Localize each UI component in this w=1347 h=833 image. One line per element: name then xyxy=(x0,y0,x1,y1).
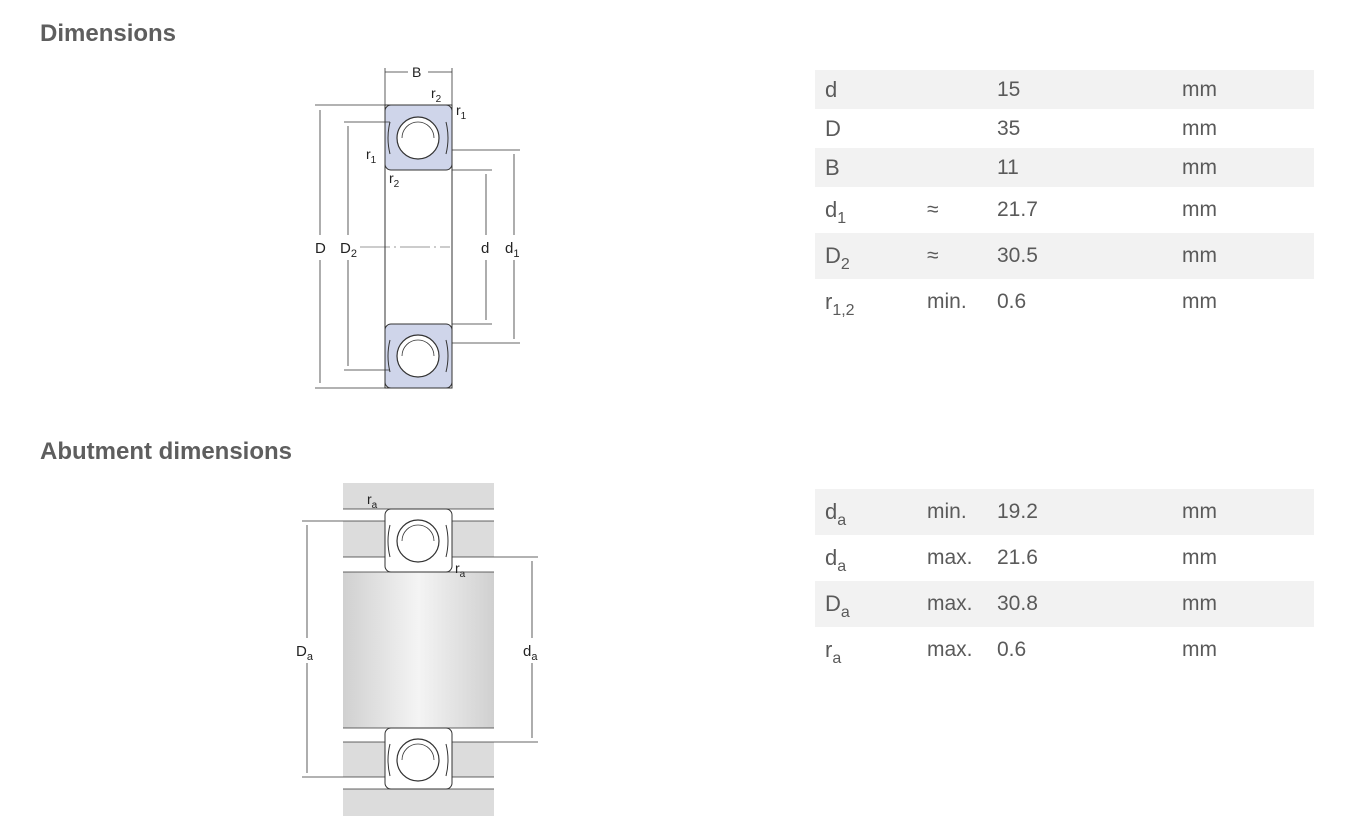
qualifier-cell: max. xyxy=(917,581,987,627)
label-Da: Da xyxy=(296,643,314,663)
unit-cell: mm xyxy=(1172,233,1314,279)
abutment-dimensions-title: Abutment dimensions xyxy=(40,438,293,465)
label-ra-mid: ra xyxy=(455,560,466,580)
label-d1: d1 xyxy=(505,240,519,260)
table-row: Da max. 30.8 mm xyxy=(815,581,1314,627)
label-r1-top: r1 xyxy=(456,102,467,122)
symbol-cell: d1 xyxy=(825,197,847,227)
dimensions-table: d 15 mm D 35 mm B 11 mm d1 ≈ 21.7 mm D2 … xyxy=(815,70,1314,325)
dimensions-title: Dimensions xyxy=(40,20,177,47)
qualifier-cell xyxy=(917,148,987,187)
label-D2: D2 xyxy=(340,240,357,260)
label-ra-top: ra xyxy=(367,491,378,511)
unit-cell: mm xyxy=(1172,581,1314,627)
unit-cell: mm xyxy=(1182,546,1217,569)
symbol-cell: ra xyxy=(825,637,842,667)
table-row: da max. 21.6 mm xyxy=(815,535,1314,581)
qualifier-cell: ≈ xyxy=(927,198,939,221)
value-cell: 19.2 xyxy=(987,489,1172,535)
table-row: D 35 mm xyxy=(815,109,1314,148)
symbol-cell: da xyxy=(825,545,847,575)
symbol-cell: Da xyxy=(815,581,917,627)
unit-cell: mm xyxy=(1172,70,1314,109)
qualifier-cell: max. xyxy=(927,638,973,661)
value-cell: 30.5 xyxy=(987,233,1172,279)
unit-cell: mm xyxy=(1182,116,1217,140)
qualifier-cell: max. xyxy=(927,546,973,569)
symbol-cell: r1,2 xyxy=(825,289,855,319)
table-row: da min. 19.2 mm xyxy=(815,489,1314,535)
value-cell: 11 xyxy=(987,148,1172,187)
symbol-cell: da xyxy=(815,489,917,535)
table-row: ra max. 0.6 mm xyxy=(815,627,1314,673)
value-cell: 21.6 xyxy=(997,546,1038,569)
label-d: d xyxy=(481,240,489,257)
value-cell: 0.6 xyxy=(997,290,1027,313)
qualifier-cell: min. xyxy=(917,489,987,535)
symbol-cell: d xyxy=(815,70,917,109)
label-B: B xyxy=(412,64,421,80)
value-cell: 30.8 xyxy=(987,581,1172,627)
label-r2-side: r2 xyxy=(389,170,400,190)
unit-cell: mm xyxy=(1182,638,1217,661)
qualifier-cell xyxy=(917,109,987,148)
value-cell: 0.6 xyxy=(997,638,1027,661)
abutment-diagram: Da da ra ra xyxy=(296,483,538,816)
label-D: D xyxy=(315,240,326,257)
table-row: D2 ≈ 30.5 mm xyxy=(815,233,1314,279)
qualifier-cell xyxy=(917,70,987,109)
unit-cell: mm xyxy=(1172,489,1314,535)
qualifier-cell: ≈ xyxy=(917,233,987,279)
value-cell: 15 xyxy=(987,70,1172,109)
symbol-cell: D xyxy=(825,115,841,141)
abutment-table: da min. 19.2 mm da max. 21.6 mm Da max. … xyxy=(815,489,1314,673)
table-row: d 15 mm xyxy=(815,70,1314,109)
label-da: da xyxy=(523,643,538,663)
label-r2-top: r2 xyxy=(431,85,442,105)
table-row: r1,2 min. 0.6 mm xyxy=(815,279,1314,325)
label-r1-side: r1 xyxy=(366,146,377,166)
unit-cell: mm xyxy=(1182,198,1217,221)
value-cell: 35 xyxy=(997,116,1021,140)
unit-cell: mm xyxy=(1182,290,1217,313)
symbol-cell: D2 xyxy=(815,233,917,279)
symbol-cell: B xyxy=(815,148,917,187)
value-cell: 21.7 xyxy=(997,198,1038,221)
bearing-dimensions-diagram: B r2 r1 r1 r2 D D2 d d1 xyxy=(315,64,520,389)
table-row: B 11 mm xyxy=(815,148,1314,187)
table-row: d1 ≈ 21.7 mm xyxy=(815,187,1314,233)
unit-cell: mm xyxy=(1172,148,1314,187)
qualifier-cell: min. xyxy=(927,290,967,313)
